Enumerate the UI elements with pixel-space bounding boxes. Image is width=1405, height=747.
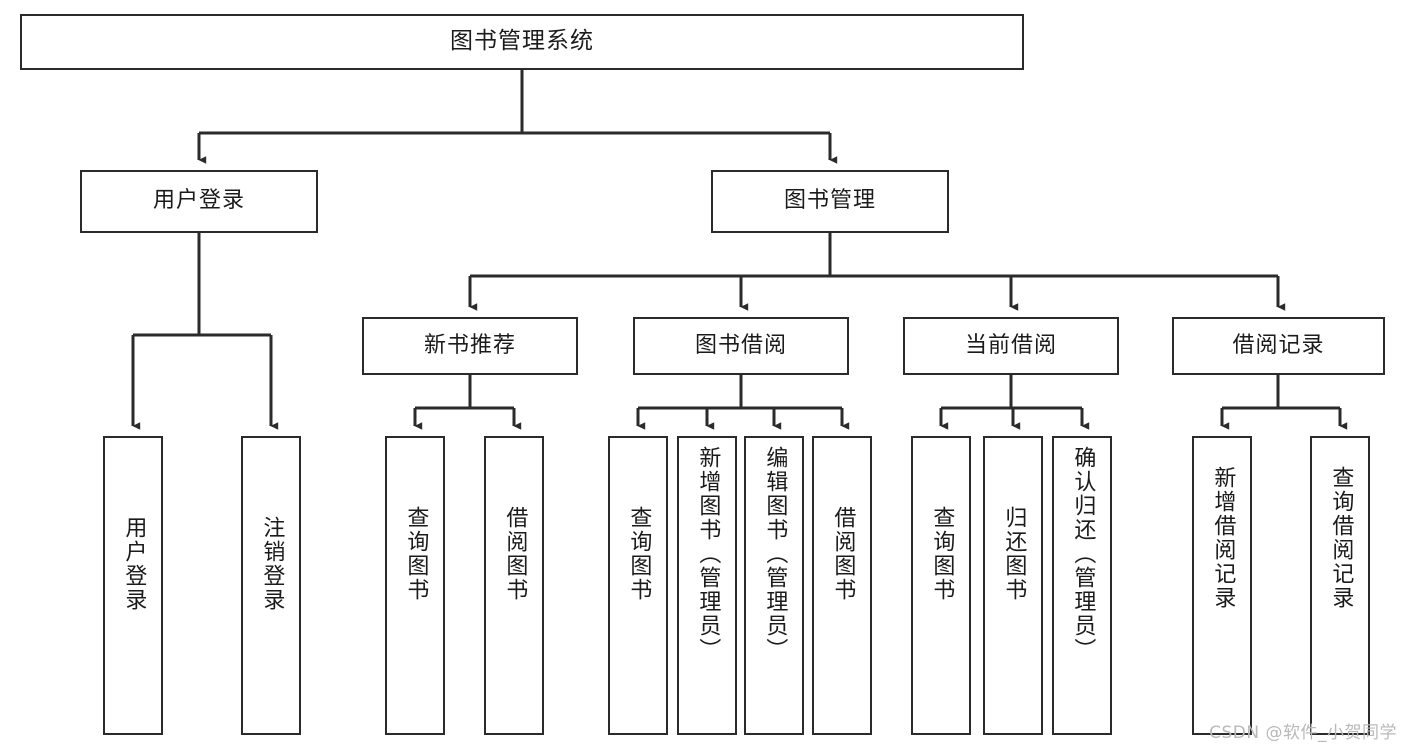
leaf-label: 编辑图书（管理员） xyxy=(762,446,788,662)
node-root-system[interactable]: 图书管理系统 xyxy=(20,14,1024,70)
node-leaf-add-borrow-record[interactable]: 新增借阅记录 xyxy=(1192,436,1252,735)
node-leaf-return-book[interactable]: 归还图书 xyxy=(983,436,1043,735)
leaf-label: 用户登录 xyxy=(121,516,147,612)
node-new-book-recommendation[interactable]: 新书推荐 xyxy=(362,317,578,375)
node-leaf-confirm-return-admin[interactable]: 确认归还（管理员） xyxy=(1052,436,1112,735)
node-leaf-user-login[interactable]: 用户登录 xyxy=(103,436,163,735)
leaf-label: 注销登录 xyxy=(259,516,285,612)
leaf-label: 查询借阅记录 xyxy=(1328,466,1354,610)
node-leaf-logout[interactable]: 注销登录 xyxy=(241,436,301,735)
node-leaf-borrow-book-recommend[interactable]: 借阅图书 xyxy=(484,436,544,735)
node-user-login[interactable]: 用户登录 xyxy=(80,170,318,233)
node-current-borrow[interactable]: 当前借阅 xyxy=(903,317,1119,375)
node-leaf-query-borrow-record[interactable]: 查询借阅记录 xyxy=(1310,436,1370,735)
csdn-watermark: CSDN @软件_小贺同学 xyxy=(1209,723,1397,743)
node-leaf-edit-book-admin[interactable]: 编辑图书（管理员） xyxy=(744,436,804,735)
leaf-label: 新增借阅记录 xyxy=(1210,466,1236,610)
leaf-label: 新增图书（管理员） xyxy=(695,446,721,662)
leaf-label: 查询图书 xyxy=(626,506,652,602)
node-leaf-query-book-borrow[interactable]: 查询图书 xyxy=(608,436,668,735)
leaf-label: 确认归还（管理员） xyxy=(1070,446,1096,662)
node-book-management[interactable]: 图书管理 xyxy=(711,170,949,233)
leaf-label: 归还图书 xyxy=(1001,506,1027,602)
node-leaf-borrow-book-borrow[interactable]: 借阅图书 xyxy=(812,436,872,735)
leaf-label: 借阅图书 xyxy=(830,506,856,602)
node-borrow-record[interactable]: 借阅记录 xyxy=(1172,317,1385,375)
node-leaf-query-book-current[interactable]: 查询图书 xyxy=(911,436,971,735)
node-leaf-query-book-recommend[interactable]: 查询图书 xyxy=(385,436,445,735)
leaf-label: 借阅图书 xyxy=(502,506,528,602)
node-leaf-add-book-admin[interactable]: 新增图书（管理员） xyxy=(677,436,737,735)
leaf-label: 查询图书 xyxy=(403,506,429,602)
leaf-label: 查询图书 xyxy=(929,506,955,602)
node-book-borrow[interactable]: 图书借阅 xyxy=(633,317,849,375)
